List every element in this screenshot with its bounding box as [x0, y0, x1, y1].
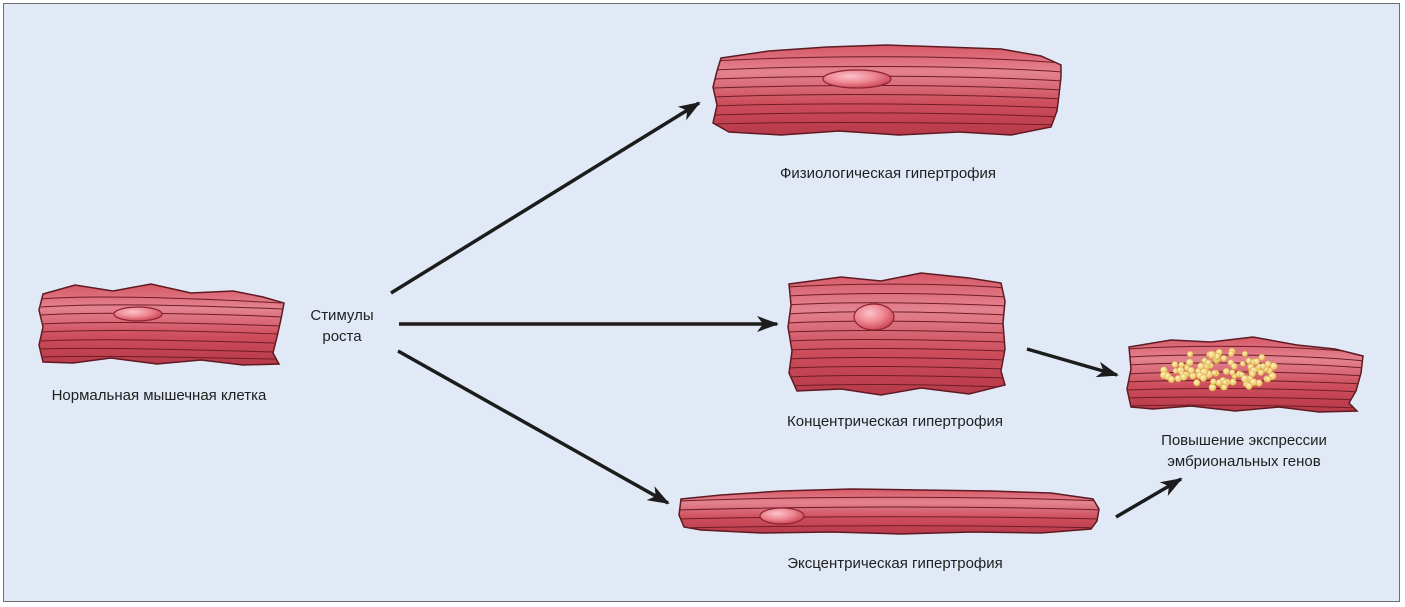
embryonic-label-line1: Повышение экспрессии — [1161, 432, 1327, 449]
gene-granule — [1180, 374, 1187, 381]
gene-granule — [1230, 379, 1237, 386]
gene-granule — [1254, 358, 1260, 364]
embryonic-gene-cell — [1127, 337, 1365, 412]
gene-granule — [1212, 370, 1217, 375]
nucleus-icon — [114, 307, 162, 321]
normal-cell-label: Нормальная мышечная клетка — [52, 387, 267, 404]
embryonic-label-line2: эмбриональных генов — [1167, 453, 1320, 470]
gene-granule — [1246, 383, 1253, 390]
gene-granule — [1221, 355, 1227, 361]
arrow-to-physiological — [391, 103, 699, 293]
normal-muscle-cell — [39, 284, 284, 365]
gene-granule — [1259, 354, 1265, 360]
gene-granule — [1197, 363, 1204, 370]
eccentric-label: Эксцентрическая гипертрофия — [787, 555, 1003, 572]
gene-granule — [1260, 363, 1266, 369]
gene-granule — [1242, 351, 1248, 357]
nucleus-icon — [760, 508, 804, 524]
gene-granule — [1240, 361, 1245, 366]
gene-granule — [1258, 370, 1264, 376]
concentric-hypertrophy-cell — [787, 273, 1007, 395]
stimulus-label-line1: Стимулы — [310, 307, 373, 324]
gene-granule — [1223, 368, 1229, 374]
hypertrophy-diagram: Нормальная мышечная клетка Стимулы роста… — [4, 4, 1401, 603]
gene-granule — [1187, 351, 1193, 357]
gene-granule — [1249, 371, 1255, 377]
gene-granule — [1265, 376, 1271, 382]
stimulus-label-line2: роста — [322, 328, 362, 345]
gene-granule — [1216, 380, 1222, 386]
gene-granule — [1229, 370, 1235, 376]
gene-granule — [1200, 375, 1207, 382]
gene-granule — [1223, 380, 1228, 385]
physiological-label: Физиологическая гипертрофия — [780, 165, 996, 182]
gene-granule — [1208, 351, 1216, 359]
arrow-eccentric-to-embryonic — [1116, 479, 1181, 517]
gene-granule — [1188, 367, 1195, 374]
diagram-frame: Нормальная мышечная клетка Стимулы роста… — [3, 3, 1400, 602]
gene-granule — [1168, 376, 1175, 383]
physiological-hypertrophy-cell — [713, 45, 1063, 135]
concentric-label: Концентрическая гипертрофия — [787, 413, 1003, 430]
eccentric-hypertrophy-cell — [679, 489, 1101, 534]
arrow-concentric-to-embryonic — [1027, 349, 1117, 375]
gene-granule — [1231, 363, 1237, 369]
gene-granule — [1241, 375, 1248, 382]
nucleus-icon — [823, 70, 891, 88]
gene-granule — [1194, 380, 1201, 387]
gene-granule — [1186, 359, 1193, 366]
nucleus-icon — [854, 304, 894, 330]
gene-granule — [1210, 379, 1216, 385]
arrow-to-eccentric — [398, 351, 668, 503]
gene-granule — [1209, 384, 1216, 391]
gene-granule — [1172, 361, 1178, 367]
gene-granule — [1206, 360, 1212, 366]
gene-granule — [1246, 358, 1252, 364]
gene-granule — [1228, 351, 1234, 357]
